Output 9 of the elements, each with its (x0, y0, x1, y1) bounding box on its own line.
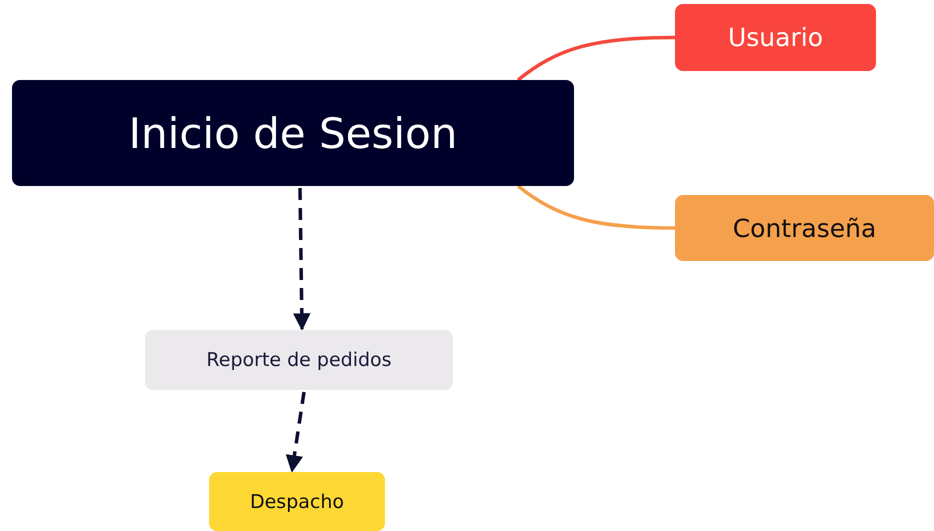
title-box: Inicio de Sesion (12, 80, 574, 186)
process-box: Despacho (209, 472, 385, 531)
arrow (286, 392, 306, 473)
topic-box: Contraseña (675, 195, 934, 261)
connector-line (516, 184, 676, 230)
topic-box: Usuario (675, 4, 876, 71)
arrow (293, 188, 311, 331)
process-box: Reporte de pedidos (145, 330, 453, 390)
connector-line (516, 36, 676, 82)
